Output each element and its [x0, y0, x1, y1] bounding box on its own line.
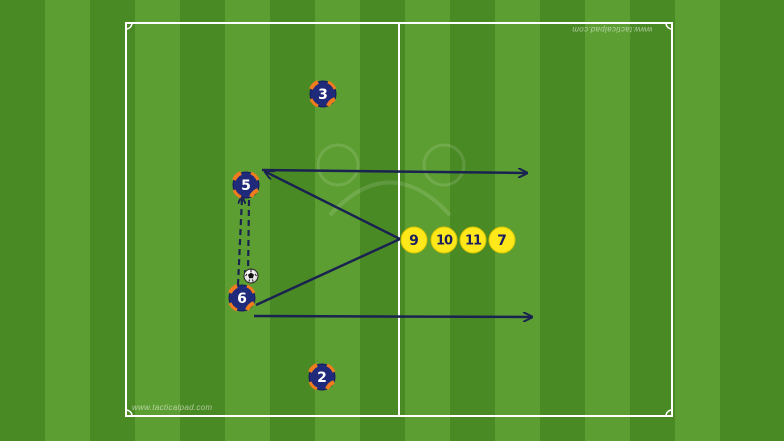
- watermark-top: www.tacticalpad.com: [572, 25, 653, 34]
- watermark-bottom: www.tacticalpad.com: [132, 403, 213, 412]
- grass-stripe: [405, 0, 450, 441]
- pass-arrow: [236, 198, 242, 286]
- player-token-10[interactable]: 10: [430, 226, 458, 254]
- corner-arc: [665, 409, 673, 417]
- player-number: 2: [317, 370, 327, 386]
- player-number: 5: [241, 178, 251, 194]
- grass-stripe: [720, 0, 784, 441]
- grass-stripe: [495, 0, 540, 441]
- grass-stripe: [585, 0, 630, 441]
- player-number: 10: [436, 234, 453, 249]
- corner-arc: [665, 22, 673, 30]
- player-number: 6: [237, 291, 247, 307]
- corner-arc: [125, 409, 133, 417]
- grass-stripe: [630, 0, 675, 441]
- player-token-7[interactable]: 7: [488, 226, 516, 254]
- grass-stripe: [90, 0, 135, 441]
- player-number: 3: [318, 87, 328, 103]
- player-token-11[interactable]: 11: [459, 226, 487, 254]
- grass-stripe: [360, 0, 405, 441]
- grass-stripe: [135, 0, 180, 441]
- grass-stripe: [270, 0, 315, 441]
- player-number: 11: [465, 234, 482, 249]
- grass-stripe: [180, 0, 225, 441]
- run-arrow: [253, 316, 531, 317]
- player-number: 9: [409, 233, 419, 249]
- grass-stripe: [45, 0, 90, 441]
- grass-stripe: [675, 0, 720, 441]
- press-arrow: [255, 237, 401, 307]
- grass-stripe: [540, 0, 585, 441]
- corner-arc: [125, 22, 133, 30]
- grass-stripe: [0, 0, 45, 441]
- player-number: 7: [497, 233, 507, 249]
- player-token-9[interactable]: 9: [400, 226, 428, 254]
- grass-stripe: [225, 0, 270, 441]
- grass-stripe: [450, 0, 495, 441]
- press-arrow: [266, 172, 401, 241]
- player-token-5[interactable]: 5: [232, 171, 260, 199]
- player-token-2[interactable]: 2: [308, 363, 336, 391]
- run-arrow: [261, 170, 526, 173]
- soccer-ball-icon[interactable]: [243, 268, 259, 284]
- player-token-6[interactable]: 6: [228, 284, 256, 312]
- pass-arrow: [248, 199, 249, 276]
- tacticalpad-logo-watermark: [316, 143, 466, 217]
- player-token-3[interactable]: 3: [309, 80, 337, 108]
